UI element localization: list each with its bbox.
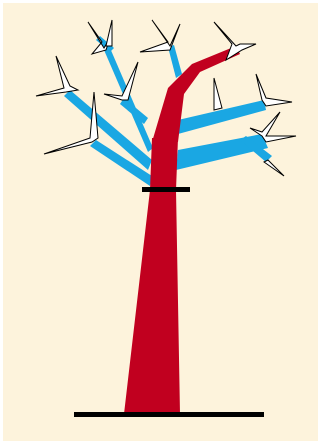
- spike-tip-11: [264, 160, 284, 176]
- ground-line: [74, 412, 264, 417]
- collar-bar: [142, 187, 190, 192]
- red-trunk-group: [124, 46, 240, 414]
- spike-tip-8: [214, 78, 222, 110]
- spike-tip-5: [36, 56, 78, 96]
- trunk: [124, 138, 180, 414]
- spike-tip-1: [88, 22, 110, 54]
- spike-tip-2: [106, 20, 112, 46]
- branch-left-small: [120, 98, 148, 124]
